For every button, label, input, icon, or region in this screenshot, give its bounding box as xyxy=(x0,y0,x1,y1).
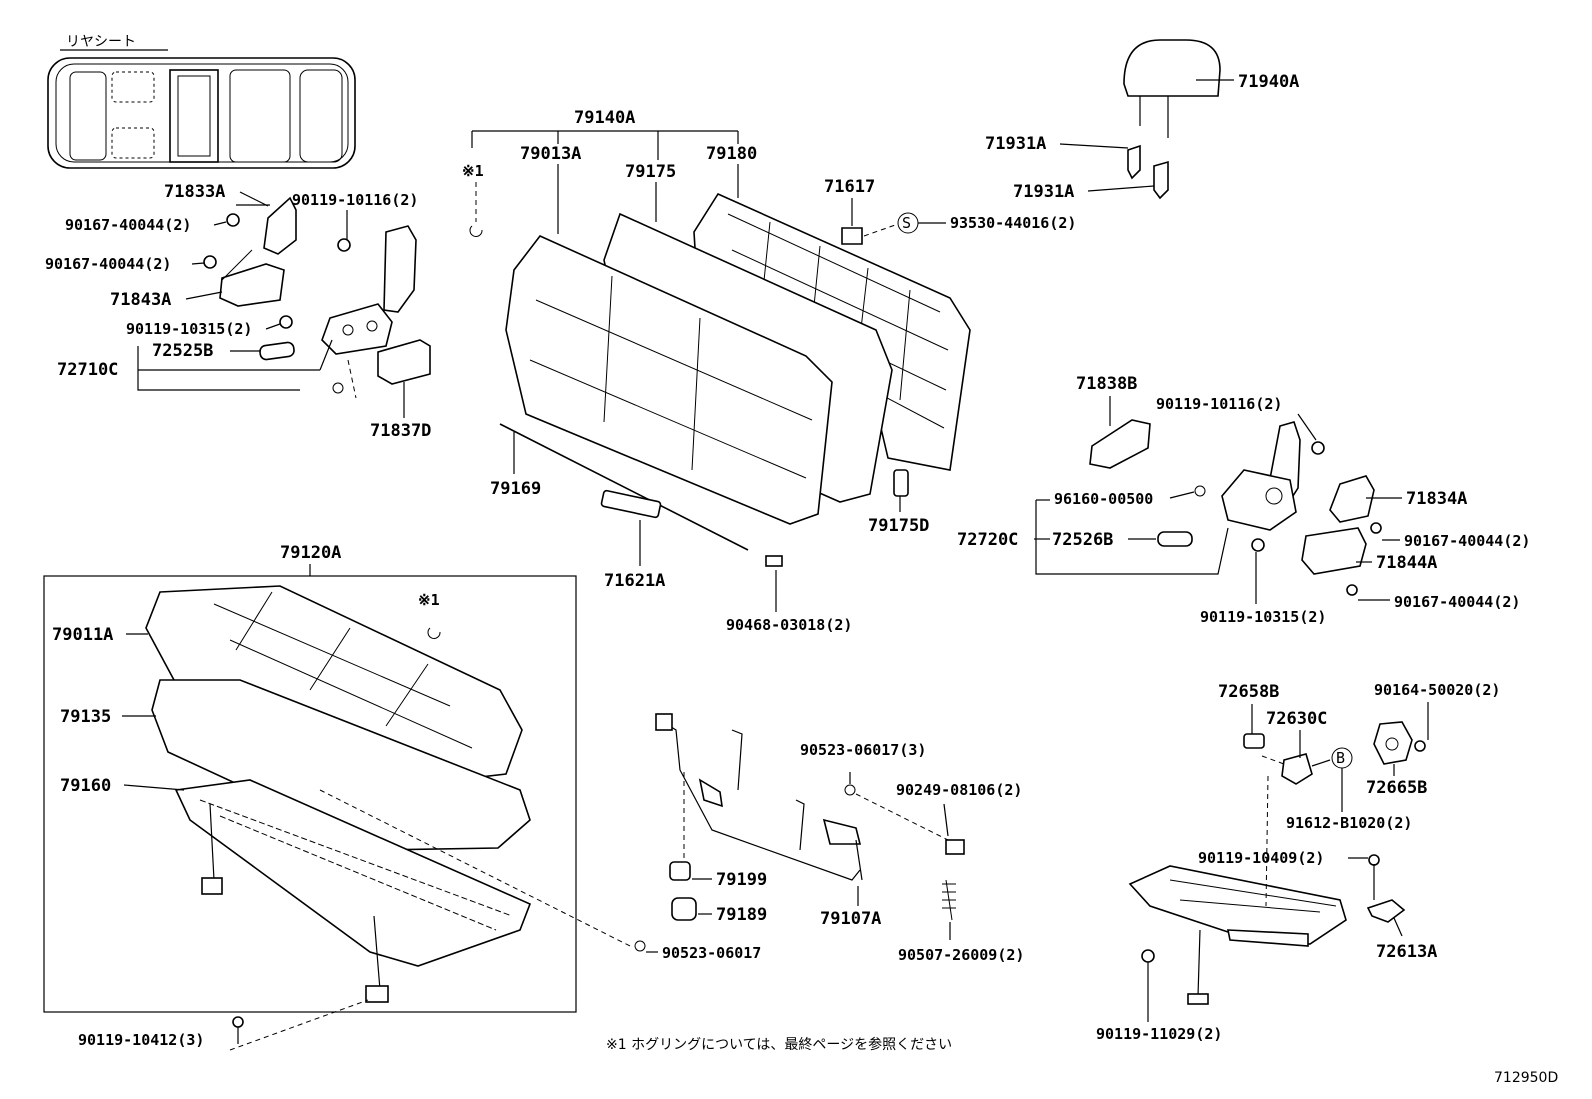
label-72665B: 72665B xyxy=(1366,778,1427,798)
label-79169: 79169 xyxy=(490,479,541,499)
label-71617: 71617 xyxy=(824,177,875,197)
label-72526B: 72526B xyxy=(1052,530,1113,550)
label-79013A: 79013A xyxy=(520,144,581,164)
label-71834A: 71834A xyxy=(1406,489,1467,509)
seat-back-assembly xyxy=(469,192,971,567)
lock-frame-assembly xyxy=(1128,721,1426,1005)
label-71931A-b: 71931A xyxy=(1013,182,1074,202)
label-90119-10412: 90119-10412(3) xyxy=(78,1031,204,1049)
marker-b: B xyxy=(1336,749,1345,767)
label-90468-03018: 90468-03018(2) xyxy=(726,616,852,634)
left-recliner-assembly xyxy=(203,196,431,394)
label-71844A: 71844A xyxy=(1376,553,1437,573)
label-90119-10315-left: 90119-10315(2) xyxy=(126,320,252,338)
label-72630C: 72630C xyxy=(1266,709,1327,729)
headrest xyxy=(1123,39,1221,200)
label-96160-00500: 96160-00500 xyxy=(1054,490,1153,508)
label-79175D: 79175D xyxy=(868,516,929,536)
seat-cushion-assembly xyxy=(145,585,532,1003)
label-72720C: 72720C xyxy=(957,530,1018,550)
label-90167-40044-d: 90167-40044(2) xyxy=(1394,593,1520,611)
label-91612-B1020: 91612-B1020(2) xyxy=(1286,814,1412,832)
label-72710C: 72710C xyxy=(57,360,118,380)
label-71838B: 71838B xyxy=(1076,374,1137,394)
marker-1-cushion: ※1 xyxy=(418,591,440,609)
label-90167-40044-b: 90167-40044(2) xyxy=(45,255,171,273)
label-90523-06017: 90523-06017 xyxy=(662,944,761,962)
label-79011A: 79011A xyxy=(52,625,113,645)
label-90119-10409: 90119-10409(2) xyxy=(1198,849,1324,867)
label-71837D: 71837D xyxy=(370,421,431,441)
label-90119-11029: 90119-11029(2) xyxy=(1096,1025,1222,1043)
label-90523-06017-3: 90523-06017(3) xyxy=(800,741,926,759)
label-90167-40044-c: 90167-40044(2) xyxy=(1404,532,1530,550)
title-jp: リヤシート xyxy=(66,34,136,50)
label-90167-40044-a: 90167-40044(2) xyxy=(65,216,191,234)
label-79199: 79199 xyxy=(716,870,767,890)
label-71833A: 71833A xyxy=(164,182,225,202)
label-79120A: 79120A xyxy=(280,543,341,563)
label-72525B: 72525B xyxy=(152,341,213,361)
label-90164-50020: 90164-50020(2) xyxy=(1374,681,1500,699)
label-90507-26009: 90507-26009(2) xyxy=(898,946,1024,964)
label-79180: 79180 xyxy=(706,144,757,164)
label-71940A: 71940A xyxy=(1238,72,1299,92)
label-90119-10116-left: 90119-10116(2) xyxy=(292,191,418,209)
label-71621A: 71621A xyxy=(604,571,665,591)
label-90119-10315-right: 90119-10315(2) xyxy=(1200,608,1326,626)
center-harness-assembly xyxy=(634,713,965,952)
label-79189: 79189 xyxy=(716,905,767,925)
footnote: ※1 ホグリングについては、最終ページを参照ください xyxy=(606,1036,952,1053)
label-79107A: 79107A xyxy=(820,909,881,929)
label-72658B: 72658B xyxy=(1218,682,1279,702)
label-90249-08106: 90249-08106(2) xyxy=(896,781,1022,799)
marker-s: S xyxy=(902,214,911,232)
vehicle-overview: リヤシート xyxy=(47,34,356,169)
figure-code: 712950D xyxy=(1494,1070,1558,1086)
label-72613A: 72613A xyxy=(1376,942,1437,962)
label-79160: 79160 xyxy=(60,776,111,796)
label-90119-10116-right: 90119-10116(2) xyxy=(1156,395,1282,413)
label-79140A: 79140A xyxy=(574,108,635,128)
label-79175: 79175 xyxy=(625,162,676,182)
label-71843A: 71843A xyxy=(110,290,171,310)
label-93530-44016: 93530-44016(2) xyxy=(950,214,1076,232)
right-recliner-assembly xyxy=(1089,419,1382,596)
label-79135: 79135 xyxy=(60,707,111,727)
label-71931A-a: 71931A xyxy=(985,134,1046,154)
marker-1-top: ※1 xyxy=(462,162,484,180)
